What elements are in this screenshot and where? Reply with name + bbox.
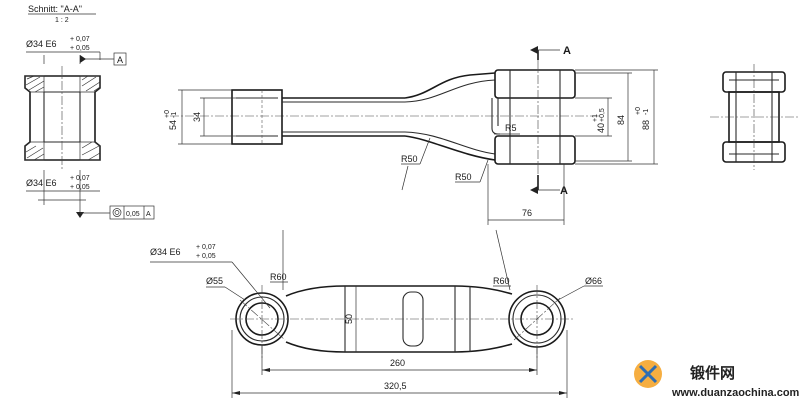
section-title: Schnitt: "A-A" xyxy=(28,4,82,14)
dim-34: 34 xyxy=(192,112,202,122)
datum-triangle xyxy=(80,55,86,63)
dim-r50-a: R50 xyxy=(401,154,418,164)
hatch xyxy=(24,75,101,161)
bore-callout-bottom: Ø34 E6 xyxy=(26,178,57,188)
tolerance-value: 0,05 xyxy=(126,211,140,218)
dim-r5: R5 xyxy=(505,123,517,133)
dim-40: 40 xyxy=(596,123,606,133)
dim-54: 54 xyxy=(168,120,178,130)
watermark: 锻件网 www.duanzaochina.com xyxy=(634,360,800,399)
dim-d66: Ø66 xyxy=(585,276,602,286)
datum-label: A xyxy=(117,55,123,65)
dim-54-tol-lo: -1 xyxy=(171,112,178,118)
top-view: A A 54 +0 -1 34 40 +1 +0,5 84 88 +0 -1 R xyxy=(164,45,658,225)
bore-top-upper-tol: + 0,07 xyxy=(70,36,90,43)
dim-50: 50 xyxy=(344,314,354,324)
dim-54-tol-up: +0 xyxy=(164,110,171,118)
watermark-url: www.duanzaochina.com xyxy=(671,387,800,399)
front-bore-lower-tol: + 0,05 xyxy=(196,253,216,260)
dim-40-tol-lo: +0,5 xyxy=(599,108,606,122)
tolerance-datum: A xyxy=(146,211,151,218)
side-view xyxy=(710,64,798,170)
dim-88: 88 xyxy=(641,120,651,130)
dim-d55: Ø55 xyxy=(206,276,223,286)
dim-88-tol-lo: -1 xyxy=(643,109,650,115)
bore-top-lower-tol: + 0,05 xyxy=(70,45,90,52)
section-marker-top: A xyxy=(563,45,571,57)
front-view: Ø34 E6 + 0,07 + 0,05 Ø55 R60 R60 Ø66 50 … xyxy=(150,229,603,398)
dim-r60-b: R60 xyxy=(493,276,510,286)
dim-76: 76 xyxy=(522,208,532,218)
dim-r50-b: R50 xyxy=(455,172,472,182)
dim-84: 84 xyxy=(616,115,626,125)
dim-88-tol-up: +0 xyxy=(635,107,642,115)
dim-40-tol-up: +1 xyxy=(592,114,599,122)
bore-callout-top: Ø34 E6 xyxy=(26,39,57,49)
dim-320-5: 320,5 xyxy=(384,381,407,391)
datum-box xyxy=(113,52,127,66)
tolerance-frame xyxy=(109,205,155,220)
front-bore-callout: Ø34 E6 xyxy=(150,247,181,257)
section-view: Schnitt: "A-A" 1 : 2 Ø34 E6 + 0,07 + 0,0… xyxy=(24,4,155,220)
front-bore-upper-tol: + 0,07 xyxy=(196,244,216,251)
dim-260: 260 xyxy=(390,358,405,368)
section-scale: 1 : 2 xyxy=(55,17,69,24)
watermark-brand: 锻件网 xyxy=(690,364,735,382)
dim-r60-a: R60 xyxy=(270,272,287,282)
